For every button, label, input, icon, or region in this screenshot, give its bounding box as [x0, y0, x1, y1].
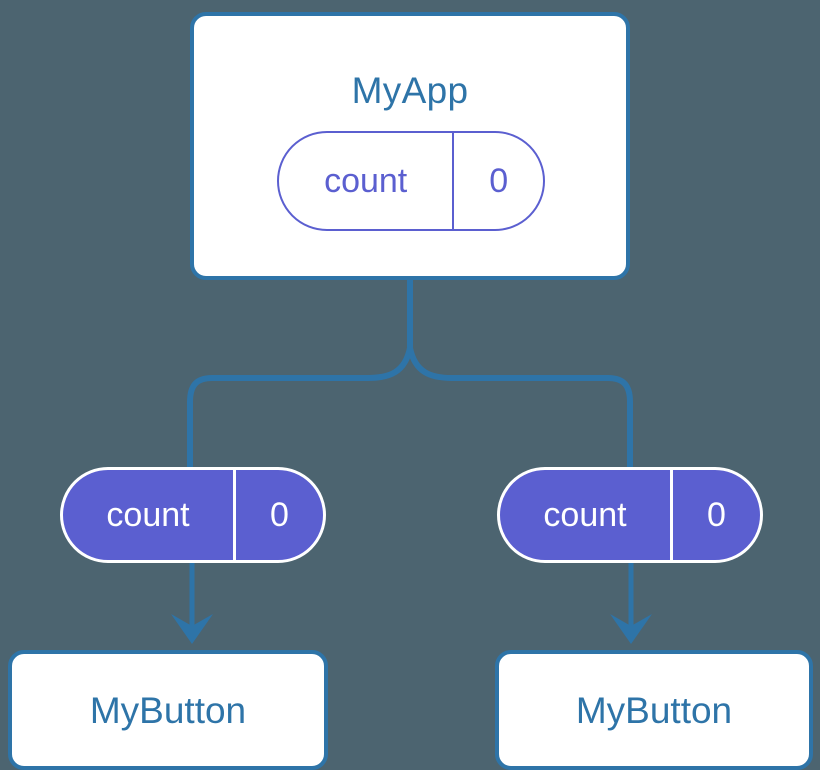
state-pill-child-right[interactable]: count 0 [497, 467, 763, 563]
state-pill-root[interactable]: count 0 [277, 131, 545, 231]
state-pill-root-value: 0 [452, 133, 543, 229]
state-pill-child-left-key: count [106, 496, 190, 534]
component-title-mybutton-left: MyButton [89, 690, 247, 731]
state-pill-child-right-key: count [543, 496, 627, 534]
state-pill-root-key: count [324, 162, 408, 200]
state-pill-child-left-value: 0 [233, 470, 323, 560]
wire-branch-left [187, 347, 413, 468]
component-title-myapp: MyApp [351, 70, 469, 111]
component-title-mybutton-right: MyButton [575, 690, 733, 731]
component-box-mybutton-right[interactable]: MyButton [495, 650, 813, 770]
component-box-mybutton-left[interactable]: MyButton [8, 650, 328, 770]
arrow-head-right-icon [610, 614, 652, 644]
wire-branch-right [407, 347, 633, 468]
state-pill-child-right-value: 0 [670, 470, 760, 560]
arrow-head-left-icon [171, 614, 213, 644]
state-pill-child-left[interactable]: count 0 [60, 467, 326, 563]
